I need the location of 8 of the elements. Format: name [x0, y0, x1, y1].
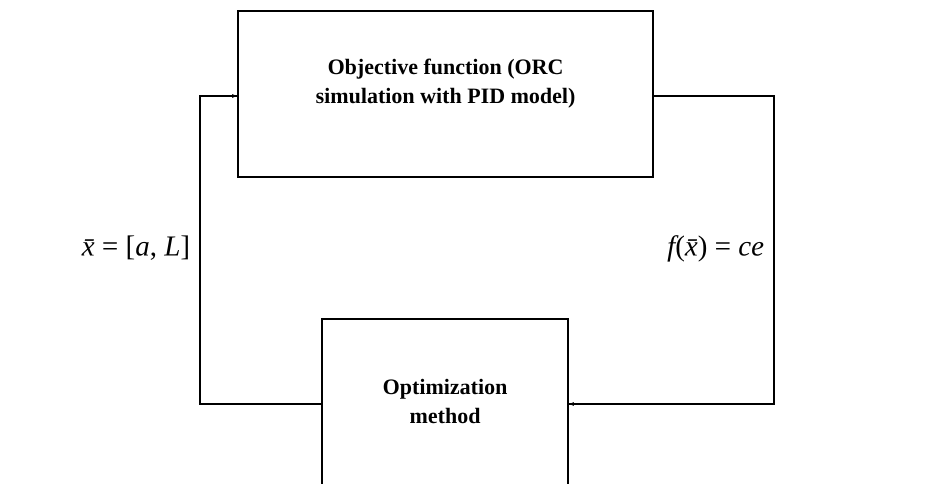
process-box [321, 318, 569, 484]
arrow [569, 95, 775, 406]
arrow [199, 94, 321, 405]
box-label: Objective function (ORC simulation with PID model) [314, 53, 576, 110]
edge-label: f(x̄) = ce [667, 230, 764, 264]
process-box [237, 10, 654, 178]
edge-label: x̄ = [a, L] [82, 230, 190, 264]
box-label: Optimization method [382, 373, 508, 430]
